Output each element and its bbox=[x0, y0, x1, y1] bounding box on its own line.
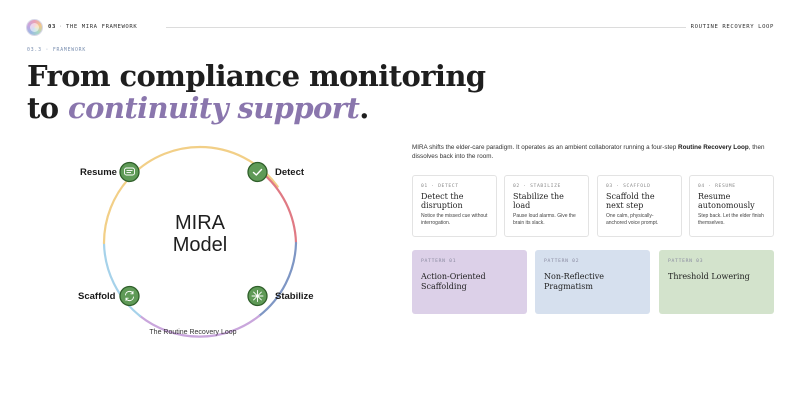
pattern-title: Action-Oriented Scaffolding bbox=[421, 272, 486, 291]
ring-arc-3 bbox=[257, 241, 298, 318]
pattern-card-non-reflective-pragmatism: PATTERN 02 Non-Reflective Pragmatism bbox=[535, 250, 650, 314]
cycle-arrows-icon bbox=[125, 290, 134, 302]
node-label-resume: Resume bbox=[80, 167, 117, 178]
node-label-detect: Detect bbox=[275, 167, 305, 178]
headline-emphasis: continuity support bbox=[68, 91, 360, 125]
step-description: One calm, physically-anchored voice prom… bbox=[606, 212, 659, 226]
pattern-eyebrow: PATTERN 01 bbox=[421, 259, 457, 264]
intro-text-strong: Routine Recovery Loop bbox=[678, 144, 749, 151]
pattern-eyebrow: PATTERN 02 bbox=[544, 259, 580, 264]
node-scaffold[interactable] bbox=[119, 285, 140, 307]
step-eyebrow: 02 · STABILIZE bbox=[513, 184, 561, 189]
diagram-center-label: MIRA Model bbox=[150, 212, 250, 256]
ring-arc-2 bbox=[258, 169, 298, 245]
section-eyebrow: 03.3 · FRAMEWORK bbox=[27, 48, 87, 53]
section-number: 03 bbox=[48, 24, 56, 30]
gradient-ring-logo-icon bbox=[26, 19, 43, 36]
step-title: Resume autonomously bbox=[698, 192, 755, 211]
ring-arc-5 bbox=[102, 241, 142, 318]
node-stabilize[interactable] bbox=[247, 285, 268, 307]
step-title: Scaffold the next step bbox=[606, 192, 655, 211]
pattern-title: Non-Reflective Pragmatism bbox=[544, 272, 605, 291]
node-label-stabilize: Stabilize bbox=[275, 291, 314, 302]
center-label-line-2: Model bbox=[172, 234, 228, 256]
step-title: Detect the disruption bbox=[421, 192, 464, 211]
header-divider bbox=[166, 27, 686, 28]
headline-line-2-suffix: . bbox=[359, 91, 369, 125]
mira-model-diagram: MIRA Model Resume Detect Stabilize Scaff… bbox=[70, 138, 330, 348]
pattern-eyebrow: PATTERN 03 bbox=[668, 259, 704, 264]
node-resume[interactable] bbox=[119, 161, 140, 183]
sparkle-icon bbox=[251, 290, 264, 302]
page-headline: From compliance monitoring to continuity… bbox=[27, 59, 486, 125]
step-eyebrow: 01 · DETECT bbox=[421, 184, 459, 189]
chat-bubble-icon bbox=[124, 167, 135, 176]
node-label-scaffold: Scaffold bbox=[78, 291, 116, 302]
ring-arc-1 bbox=[198, 145, 279, 188]
diagram-caption: The Routine Recovery Loop bbox=[149, 329, 237, 336]
section-name: THE MIRA FRAMEWORK bbox=[65, 24, 138, 30]
step-title: Stabilize the load bbox=[513, 192, 564, 211]
node-detect[interactable] bbox=[247, 161, 268, 183]
step-eyebrow: 04 · RESUME bbox=[698, 184, 736, 189]
pattern-title: Threshold Lowering bbox=[668, 272, 750, 281]
intro-text-before: MIRA shifts the elder-care paradigm. It … bbox=[412, 144, 679, 151]
step-card-detect: 01 · DETECT Detect the disruption Notice… bbox=[412, 175, 497, 237]
header-right-label: ROUTINE RECOVERY LOOP bbox=[690, 24, 774, 30]
step-description: Notice the missed cue without interrogat… bbox=[421, 212, 488, 226]
step-eyebrow: 03 · SCAFFOLD bbox=[606, 184, 651, 189]
step-card-scaffold: 03 · SCAFFOLD Scaffold the next step One… bbox=[597, 175, 682, 237]
step-description: Step back. Let the elder finish themselv… bbox=[698, 212, 764, 226]
ring-arc-4 bbox=[138, 314, 261, 338]
step-card-resume: 04 · RESUME Resume autonomously Step bac… bbox=[689, 175, 774, 237]
center-label-line-1: MIRA bbox=[175, 212, 225, 234]
step-card-stabilize: 02 · STABILIZE Stabilize the load Pause … bbox=[504, 175, 589, 237]
section-breadcrumb: 03·THE MIRA FRAMEWORK bbox=[48, 24, 138, 30]
headline-line-2-prefix: to bbox=[27, 91, 69, 125]
pattern-card-threshold-lowering: PATTERN 03 Threshold Lowering bbox=[659, 250, 774, 314]
check-icon bbox=[252, 168, 263, 176]
headline-line-1: From compliance monitoring bbox=[27, 59, 486, 93]
step-description: Pause loud alarms. Give the brain its sl… bbox=[513, 212, 576, 226]
pattern-card-action-oriented-scaffolding: PATTERN 01 Action-Oriented Scaffolding bbox=[412, 250, 527, 314]
top-bar: 03·THE MIRA FRAMEWORK ROUTINE RECOVERY L… bbox=[26, 19, 774, 37]
intro-text-after: , then dissolves back into the room. bbox=[412, 144, 765, 160]
intro-paragraph: MIRA shifts the elder-care paradigm. It … bbox=[412, 143, 774, 161]
loop-ring-svg bbox=[102, 145, 298, 338]
